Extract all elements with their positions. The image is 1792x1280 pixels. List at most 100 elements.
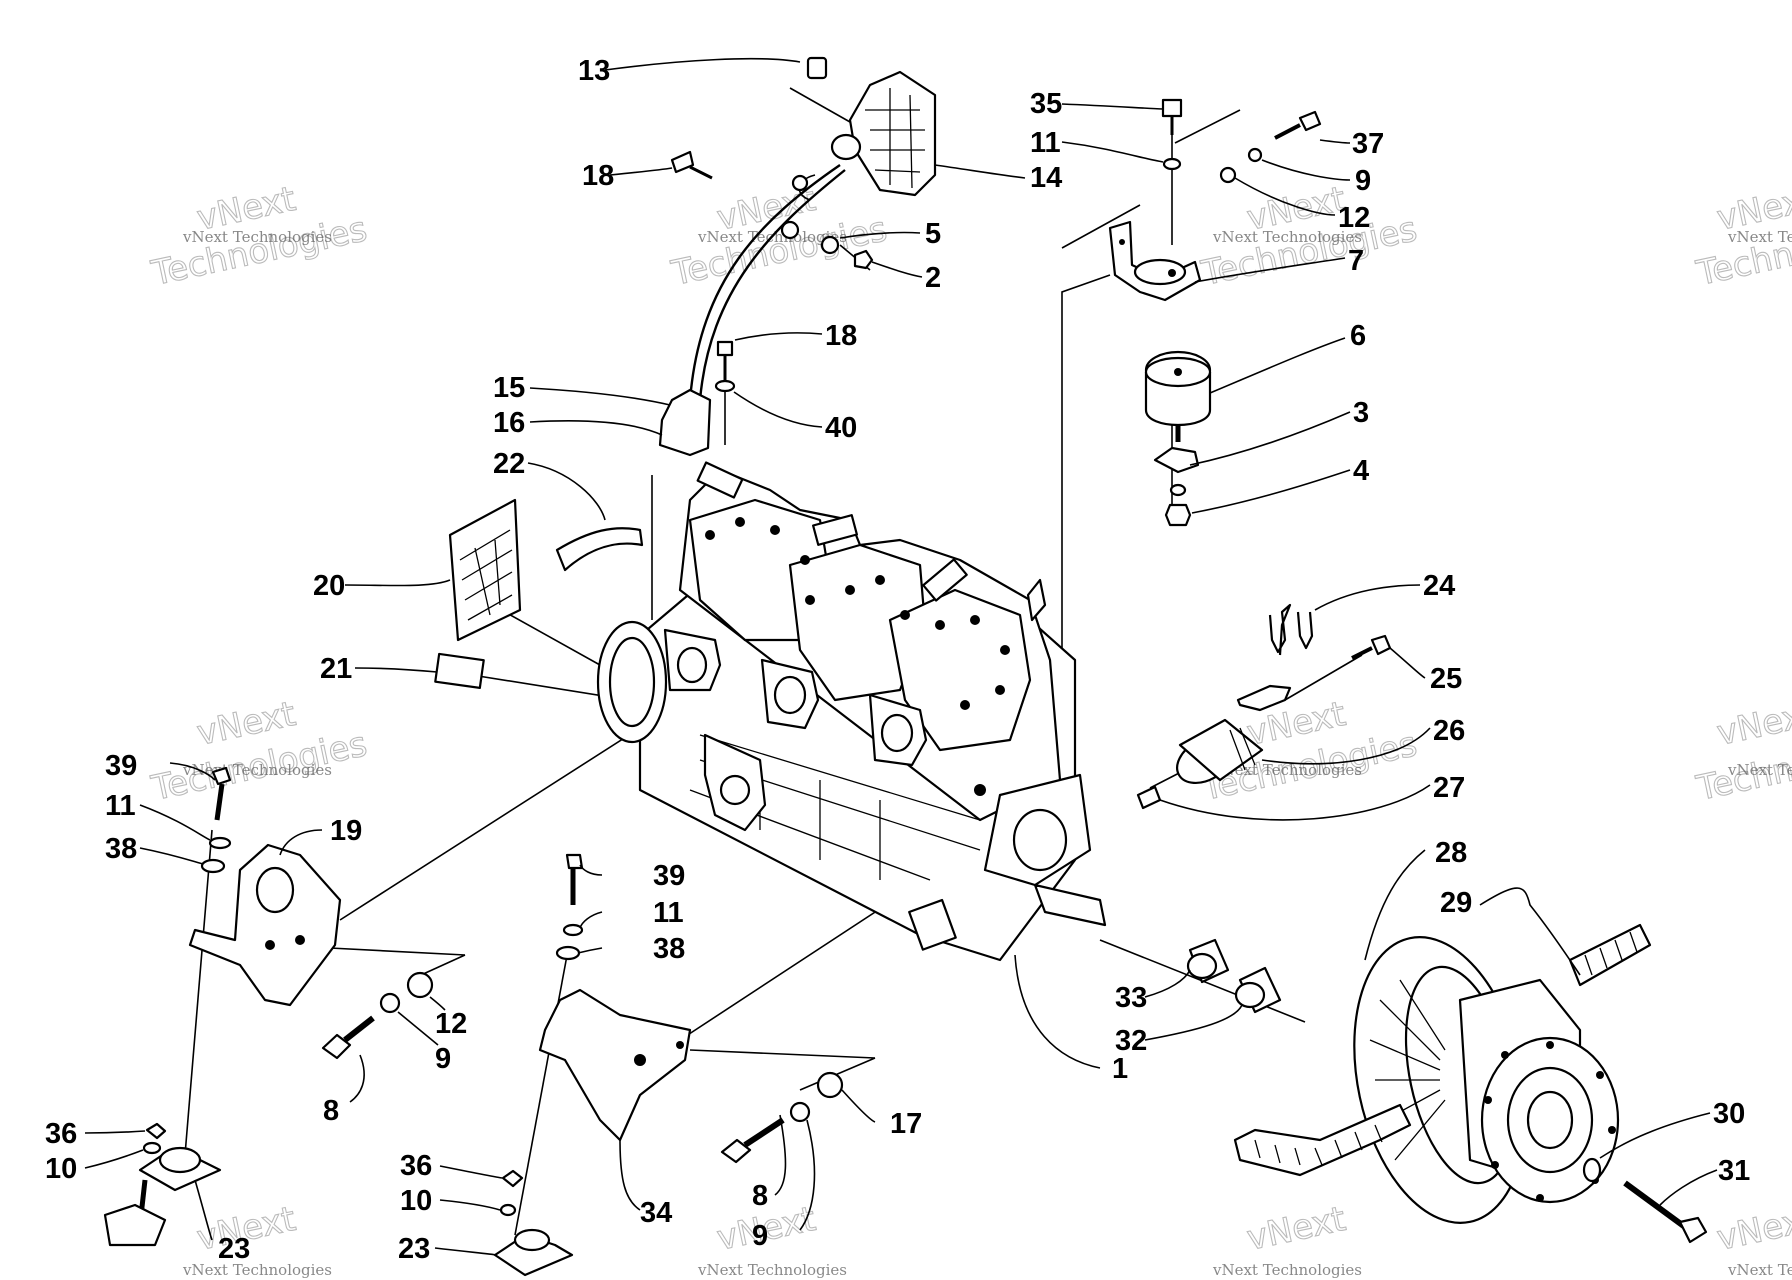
callout-15: 15 — [493, 372, 525, 404]
watermark-small: vNext Technologies — [1212, 228, 1362, 246]
assembly-line — [1061, 274, 1111, 740]
leader-12b — [429, 996, 446, 1011]
leader-31 — [1659, 1169, 1718, 1206]
leader-10b — [439, 1199, 501, 1211]
bracket-hole — [295, 935, 305, 945]
bracket-grommet — [830, 133, 862, 161]
part-33-spacer — [1186, 938, 1230, 984]
leader-28 — [1364, 849, 1426, 961]
watermark-tile: vNext Technologies vNext Technologies — [1692, 693, 1792, 809]
part-23-rubber-mount-a — [103, 1146, 222, 1247]
bracket-hole — [634, 1054, 646, 1066]
bolt-shank — [689, 165, 713, 180]
callout-25: 25 — [1430, 663, 1462, 695]
spacer-end — [1234, 981, 1266, 1009]
part-18-bolt-a — [670, 150, 713, 180]
head-bolt — [974, 784, 986, 796]
leader-34 — [619, 1139, 641, 1211]
watermark-small: vNext Technologies — [182, 1261, 332, 1279]
callout-16: 16 — [493, 407, 525, 439]
part-2-nut — [853, 249, 874, 270]
part-39-bolt-a — [211, 766, 232, 821]
clutch-sheave-rays — [1369, 979, 1446, 1161]
part-15-wire-harness — [688, 164, 846, 401]
head-bolt — [875, 575, 885, 585]
callout-22: 22 — [493, 448, 525, 480]
watermark-tile: vNext vNext Technologies — [1212, 1198, 1362, 1279]
mount-top — [158, 1146, 202, 1174]
bracket-ribs — [865, 88, 925, 189]
head-bolt — [805, 595, 815, 605]
part-36-nut-a — [145, 1122, 167, 1140]
part-39-bolt-b — [565, 853, 584, 905]
spark-plug-cap — [811, 514, 859, 546]
belt-upper-teeth — [1584, 931, 1638, 976]
bracket-hole — [265, 940, 275, 950]
bolt-head — [1678, 1216, 1708, 1244]
head-bolt — [970, 615, 980, 625]
callout-labels: 13 14 18 5 2 18 15 40 16 22 20 21 35 11 … — [45, 55, 1750, 1265]
head-bolt — [845, 585, 855, 595]
part-35-bolt — [1161, 98, 1183, 135]
harness-loop — [791, 174, 809, 192]
callout-17: 17 — [890, 1108, 922, 1140]
callout-leaders — [84, 57, 1718, 1256]
part-16-boot — [658, 388, 712, 457]
leader-26 — [1261, 727, 1431, 765]
leader-39a — [169, 762, 216, 781]
part-31-bolt — [1623, 1180, 1708, 1244]
part-9-lock-washer — [1247, 147, 1263, 163]
callout-30: 30 — [1713, 1098, 1745, 1130]
watermark-tile: vNext Technologies vNext Technologies — [1197, 178, 1421, 294]
part-5-washer — [780, 220, 800, 240]
callout-1: 1 — [1112, 1053, 1128, 1085]
recoil-starter-cover — [608, 636, 656, 728]
part-13-clip-nut — [806, 56, 828, 80]
callout-10a: 10 — [45, 1153, 77, 1185]
cover-bolt — [1536, 1194, 1544, 1202]
bolt-head — [1370, 634, 1392, 656]
callout-12b: 12 — [435, 1008, 467, 1040]
callout-9b: 9 — [435, 1043, 451, 1075]
clip-2 — [1296, 611, 1314, 650]
leader-35 — [1061, 103, 1164, 110]
part-21-small-decal — [434, 652, 485, 690]
part-4-nut — [1164, 503, 1192, 527]
leader-33 — [1144, 969, 1191, 998]
part-34-bracket — [538, 988, 692, 1142]
callout-4: 4 — [1353, 455, 1369, 487]
part-6-rubber-mount — [1144, 350, 1212, 442]
belt-lower-teeth — [1254, 1124, 1383, 1166]
callout-29: 29 — [1440, 887, 1472, 919]
watermark-big-top: vNext — [1714, 1199, 1792, 1259]
bolt-shank — [1274, 123, 1301, 140]
leader-37 — [1319, 139, 1351, 144]
bolt-shank — [343, 1015, 375, 1043]
callout-27: 27 — [1433, 772, 1465, 804]
callout-11a: 11 — [1030, 127, 1061, 159]
part-36-nut-b — [501, 1169, 524, 1188]
cover-bolt — [1491, 1161, 1499, 1169]
head-bolt — [705, 530, 715, 540]
leader-9b — [397, 1011, 439, 1046]
part-29-clutch-body — [1458, 978, 1620, 1204]
leader-12a — [1234, 177, 1336, 216]
part-10-washer-b — [499, 1203, 517, 1217]
watermark-tile: vNext Technologies vNext Technologies — [1692, 178, 1792, 294]
leader-38a — [139, 847, 204, 865]
callout-34: 34 — [640, 1197, 672, 1229]
part-5-washer-b — [820, 235, 840, 255]
watermark-tile: vNext vNext Technologies — [1713, 1198, 1792, 1279]
callout-2: 2 — [925, 262, 941, 294]
callout-12a: 12 — [1338, 202, 1370, 234]
leader-25 — [1389, 647, 1426, 679]
mount-body — [1178, 718, 1264, 782]
leader-16 — [529, 420, 663, 436]
part-40-washer — [714, 379, 736, 393]
callout-13: 13 — [578, 55, 610, 87]
part-23-rubber-mount-b — [493, 1228, 574, 1277]
assembly-line — [184, 829, 213, 1156]
callout-35: 35 — [1030, 88, 1062, 120]
part-3-plate — [1153, 446, 1200, 474]
bolt-shank — [1351, 646, 1373, 660]
